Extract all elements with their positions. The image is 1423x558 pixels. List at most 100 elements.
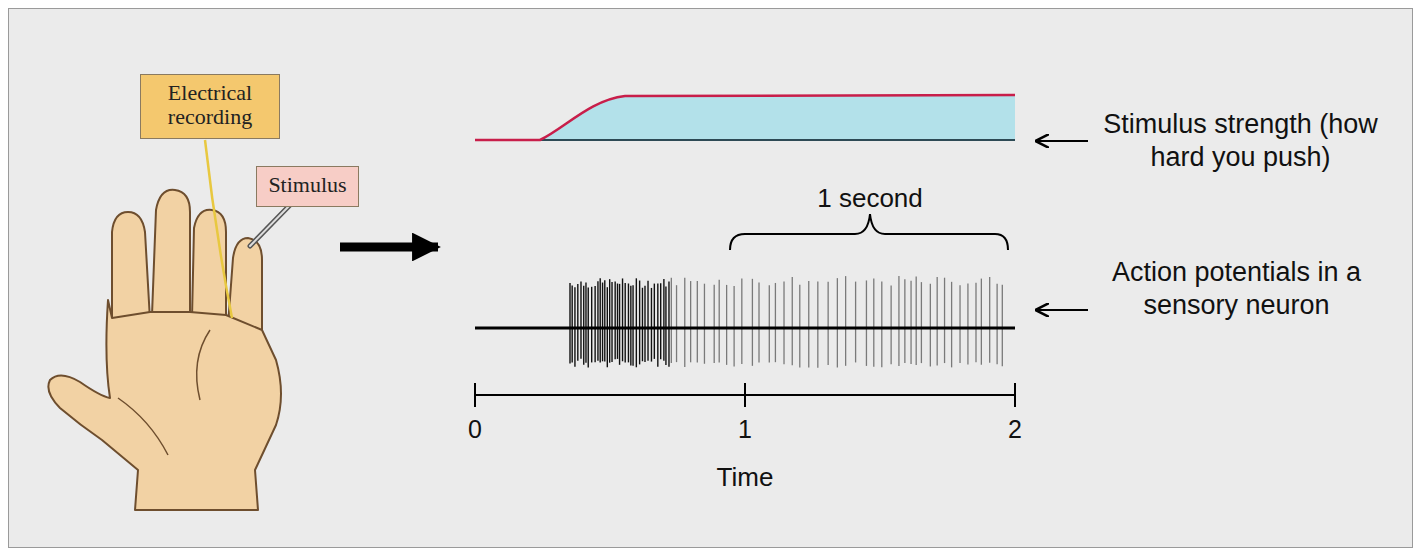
- action-potential: [890, 285, 891, 364]
- action-potential: [580, 281, 581, 358]
- action-potential: [594, 286, 595, 362]
- action-potential: [657, 283, 658, 366]
- duration-label: 1 second: [790, 183, 950, 215]
- action-potential: [668, 281, 669, 366]
- action-potential: [808, 281, 809, 367]
- box-text: Stimulus: [267, 173, 348, 197]
- action-potential: [636, 278, 637, 367]
- axis-tick: [1014, 383, 1016, 407]
- action-potential: [719, 280, 720, 363]
- action-potential: [632, 285, 633, 365]
- action-potential: [775, 283, 776, 362]
- action-potential: [577, 284, 578, 361]
- axis-number: 2: [995, 414, 1035, 445]
- action-potential: [951, 282, 952, 368]
- stimulus-probe: [250, 205, 290, 246]
- action-potential: [585, 282, 586, 362]
- stimulus-trace: [475, 95, 1015, 140]
- action-potential: [642, 288, 643, 361]
- action-potential: [697, 281, 698, 362]
- trace-label: Action potentials in a sensory neuron: [1094, 256, 1379, 322]
- action-potential: [752, 279, 753, 366]
- action-potential: [628, 283, 629, 362]
- action-potential: [600, 278, 601, 362]
- action-potential: [855, 282, 856, 363]
- action-potential: [769, 285, 770, 362]
- stimulus-label-box: Stimulus: [256, 166, 359, 207]
- action-potential: [630, 286, 631, 366]
- action-potential: [916, 276, 917, 365]
- action-potential: [873, 278, 874, 366]
- big-arrow: [340, 243, 438, 252]
- action-potential: [981, 279, 982, 365]
- finger: [112, 212, 150, 320]
- action-potential: [665, 286, 666, 365]
- action-potential: [959, 285, 960, 363]
- action-potential: [910, 281, 911, 364]
- spike-train: [570, 276, 1002, 368]
- action-potential: [827, 282, 828, 365]
- recording-wire: [205, 140, 232, 318]
- hand: [48, 190, 281, 510]
- action-potential: [663, 279, 664, 361]
- axis-tick: [744, 383, 746, 407]
- time-bracket: [730, 214, 1008, 250]
- action-potential: [989, 277, 990, 363]
- action-potential: [671, 278, 672, 363]
- action-potential: [604, 280, 605, 361]
- finger: [152, 190, 190, 315]
- action-potential: [967, 283, 968, 364]
- action-potential: [619, 284, 620, 365]
- action-potential: [975, 283, 976, 362]
- action-potential: [602, 283, 603, 362]
- axis-tick: [474, 383, 476, 407]
- trace-label: Stimulus strength (how hard you push): [1098, 108, 1383, 174]
- action-potential: [690, 281, 691, 362]
- action-potential: [569, 283, 570, 364]
- action-potential: [733, 286, 734, 367]
- action-potential: [792, 277, 793, 365]
- action-potential: [881, 282, 882, 368]
- action-potential: [714, 285, 715, 363]
- action-potential: [996, 284, 997, 365]
- recording-label-box: Electrical recording: [140, 74, 280, 139]
- action-potential: [609, 279, 610, 363]
- palm-crease: [118, 330, 210, 455]
- action-potential: [904, 279, 905, 363]
- action-potential: [898, 276, 899, 366]
- action-potential: [684, 278, 685, 367]
- action-potential: [591, 287, 592, 363]
- finger: [192, 210, 226, 318]
- action-potential: [624, 283, 625, 362]
- action-potential: [799, 285, 800, 368]
- action-potential: [647, 281, 648, 361]
- action-potential: [783, 282, 784, 365]
- action-potential: [571, 286, 572, 363]
- action-potential: [704, 284, 705, 364]
- action-potential: [817, 281, 818, 367]
- action-potential: [845, 276, 846, 366]
- action-potential: [676, 285, 677, 362]
- action-potential: [726, 285, 727, 365]
- time-axis: [475, 383, 1015, 407]
- action-potential: [644, 286, 645, 362]
- stimulus-baseline: [540, 139, 1015, 141]
- action-potential: [937, 277, 938, 366]
- action-potential: [921, 282, 922, 363]
- action-potential: [597, 281, 598, 361]
- action-potential: [654, 284, 655, 359]
- action-potential: [583, 286, 584, 365]
- action-potential: [611, 282, 612, 362]
- action-potential: [617, 283, 618, 358]
- action-potential: [758, 282, 759, 362]
- recording-baseline: [475, 327, 1015, 330]
- action-potential: [930, 284, 931, 367]
- action-potential: [622, 278, 623, 361]
- axis-number: 1: [725, 414, 765, 445]
- action-potential: [837, 278, 838, 367]
- action-potential: [614, 281, 615, 359]
- action-potential: [741, 279, 742, 364]
- action-potential: [866, 280, 867, 365]
- action-potential: [651, 288, 652, 362]
- axis-number: 0: [455, 414, 495, 445]
